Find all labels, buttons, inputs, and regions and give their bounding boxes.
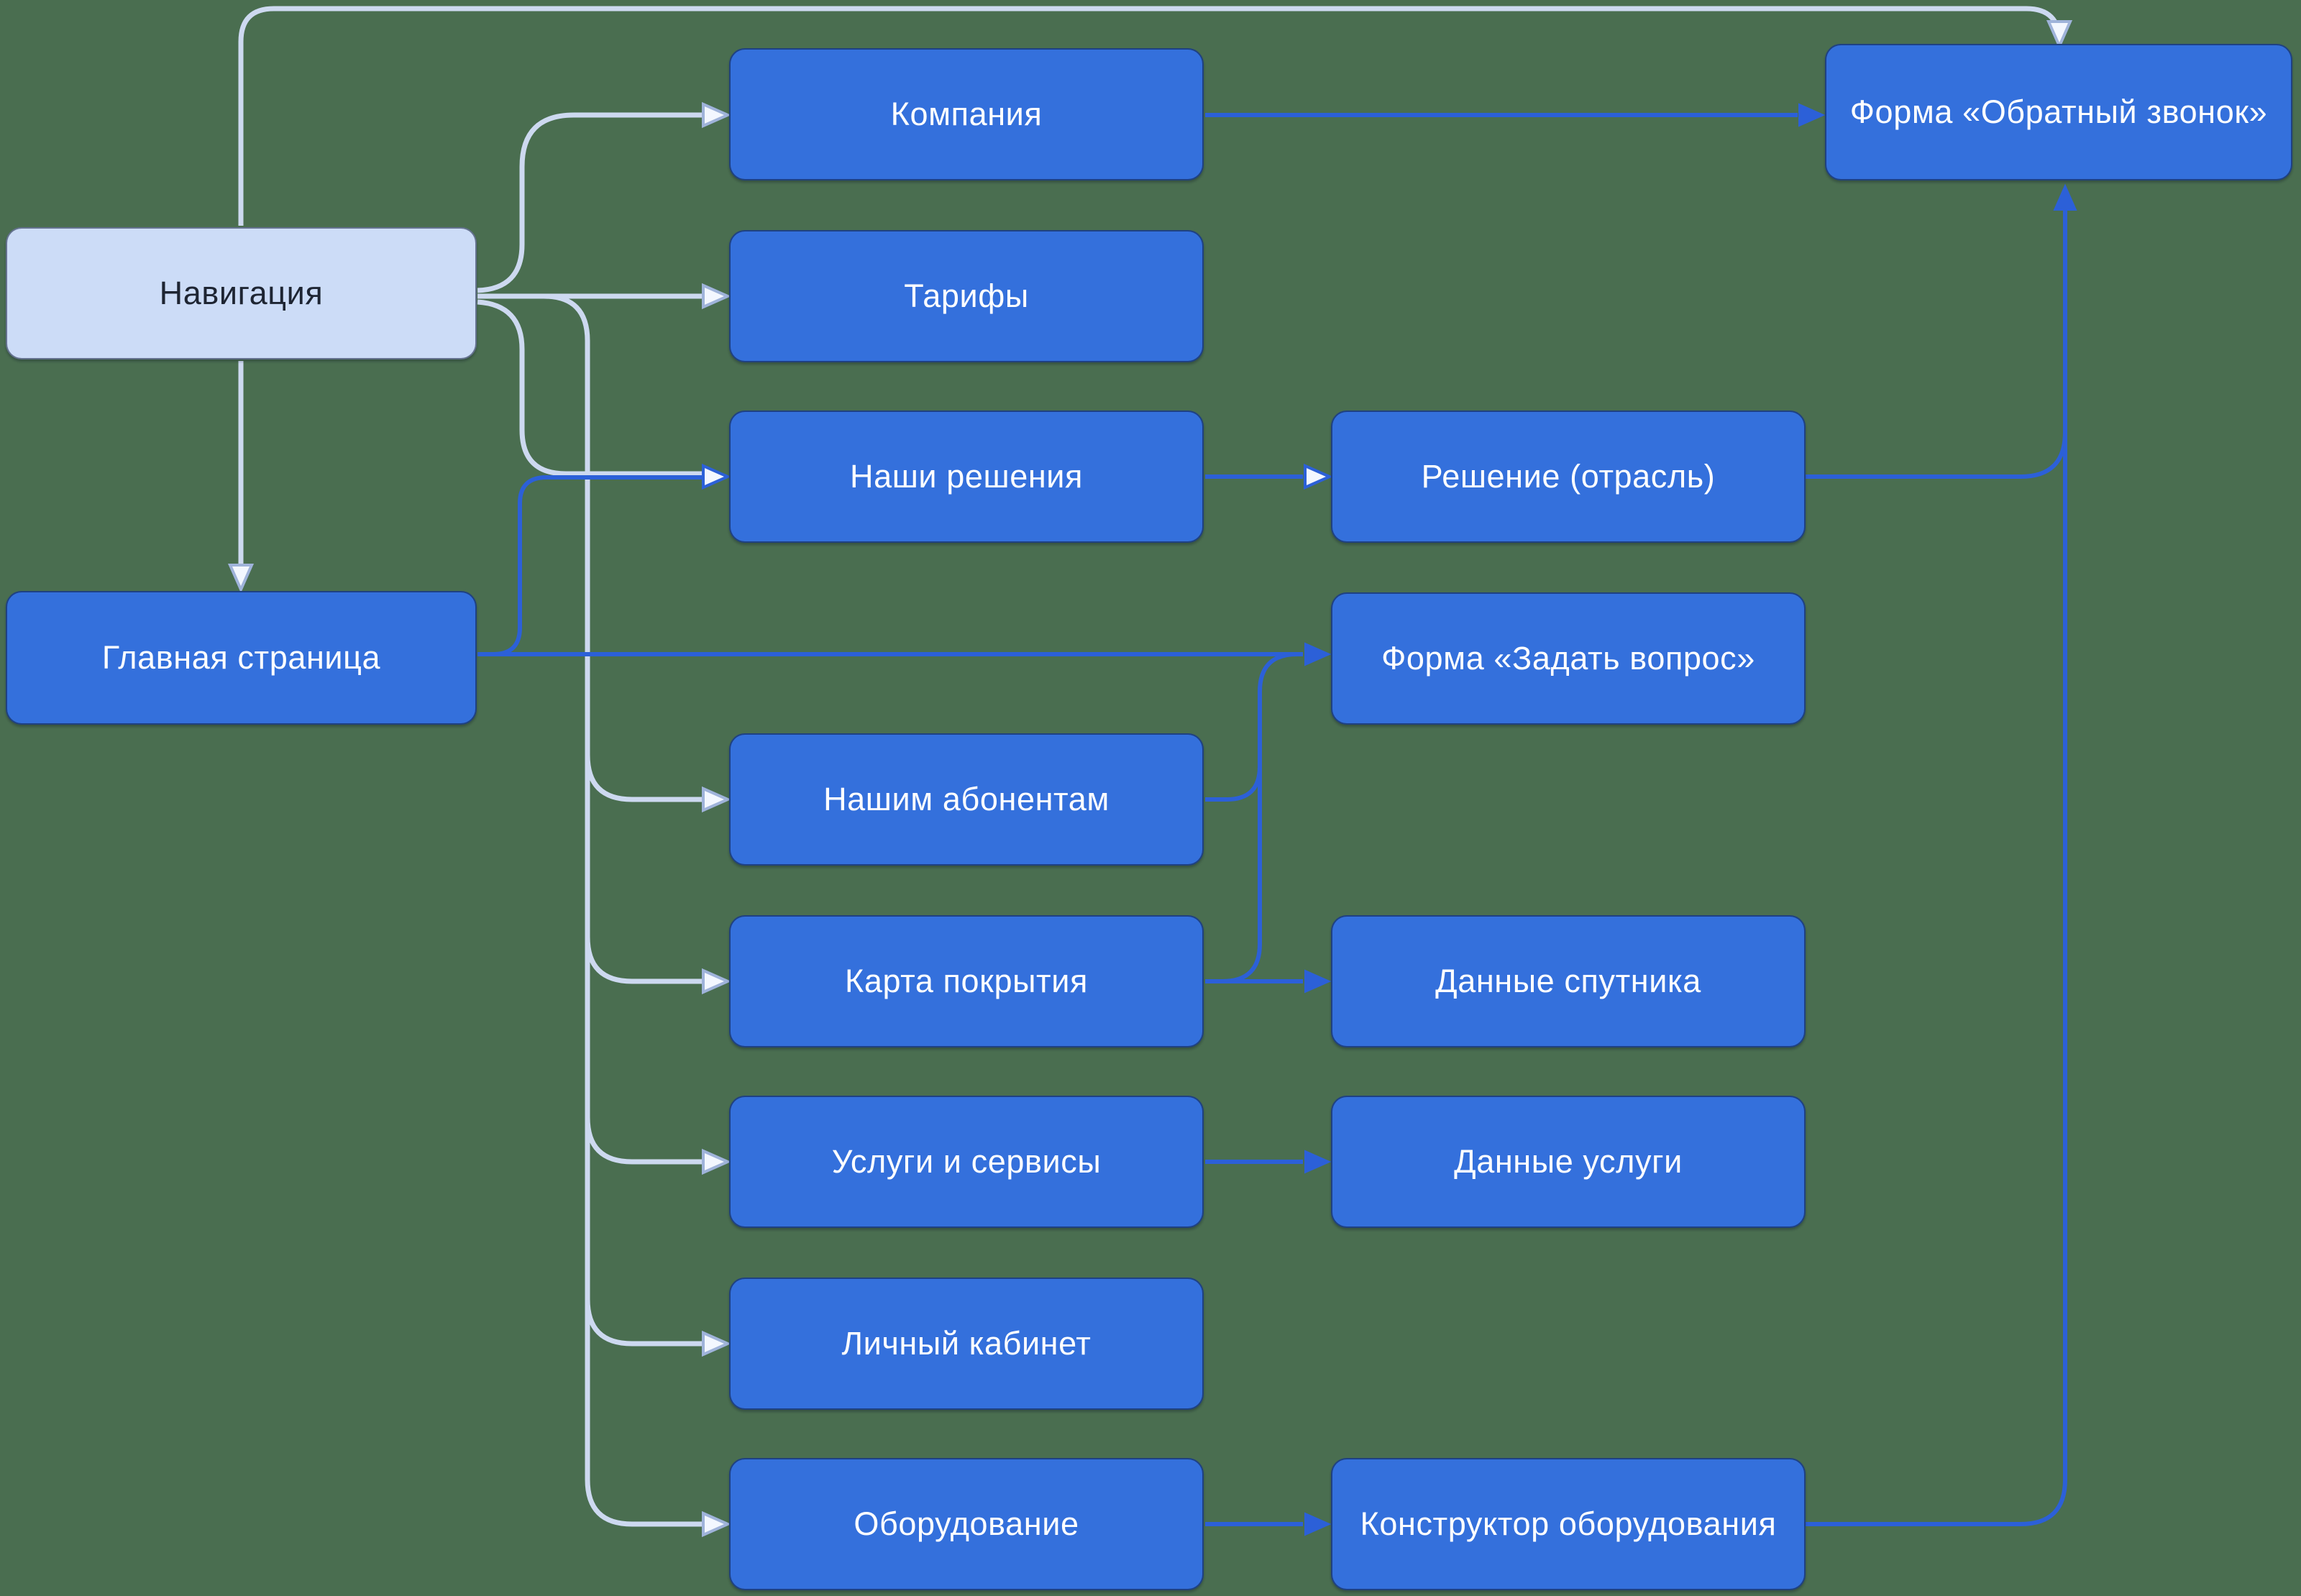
node-label-solution-industry: Решение (отрасль) bbox=[1421, 458, 1716, 495]
arrow-into-industry bbox=[1304, 463, 1333, 490]
edge-nav-feeder-vertical bbox=[543, 293, 705, 1527]
arrow-into-subscribers bbox=[702, 786, 731, 813]
diagram-node-tariffs: Тарифы bbox=[729, 230, 1204, 362]
arrow-into-solutions bbox=[702, 463, 731, 490]
edge-feeder-to-account bbox=[585, 1298, 705, 1347]
node-label-equipment: Оборудование bbox=[854, 1505, 1079, 1543]
arrow-into-service-data bbox=[1304, 1150, 1332, 1174]
edge-constructor-to-callback-vertical bbox=[1806, 210, 2067, 1526]
edge-subscribers-merge bbox=[1205, 766, 1262, 802]
arrow-into-satellite bbox=[1304, 969, 1332, 994]
edge-feeder-to-services bbox=[585, 1116, 705, 1165]
node-label-our-solutions: Наши решения bbox=[849, 458, 1083, 495]
diagram-node-company: Компания bbox=[729, 48, 1204, 180]
node-label-service-data: Данные услуги bbox=[1454, 1143, 1683, 1180]
arrow-into-coverage bbox=[702, 968, 731, 995]
diagram-node-home: Главная страница bbox=[6, 591, 477, 725]
arrow-into-constructor bbox=[1304, 1512, 1332, 1536]
node-label-ask-question-form: Форма «Задать вопрос» bbox=[1381, 640, 1755, 677]
arrow-into-callback-top bbox=[2046, 20, 2073, 50]
node-label-services: Услуги и сервисы bbox=[831, 1143, 1102, 1180]
arrow-into-callback-bottom bbox=[2053, 183, 2077, 211]
edge-feeder-to-coverage bbox=[585, 936, 705, 984]
diagram-node-coverage-map: Карта покрытия bbox=[729, 915, 1204, 1047]
arrow-into-account bbox=[702, 1330, 731, 1357]
node-label-navigation: Навигация bbox=[159, 275, 324, 312]
arrow-into-services bbox=[702, 1148, 731, 1175]
arrow-into-home bbox=[227, 564, 255, 593]
arrow-into-tariffs bbox=[702, 283, 731, 310]
diagram-node-equipment-constructor: Конструктор оборудования bbox=[1331, 1458, 1806, 1590]
diagram-node-solution-industry: Решение (отрасль) bbox=[1331, 411, 1806, 543]
arrow-into-company bbox=[702, 101, 731, 129]
diagram-node-our-solutions: Наши решения bbox=[729, 411, 1204, 543]
diagram-node-services: Услуги и сервисы bbox=[729, 1096, 1204, 1228]
node-label-home: Главная страница bbox=[101, 639, 381, 677]
edge-coverage-branch-up bbox=[1222, 652, 1298, 983]
arrow-into-callback-left bbox=[1798, 103, 1826, 127]
diagram-node-ask-question-form: Форма «Задать вопрос» bbox=[1331, 592, 1806, 725]
node-label-personal-account: Личный кабинет bbox=[841, 1325, 1092, 1362]
arrow-into-ask-form bbox=[1304, 642, 1332, 666]
diagram-node-equipment: Оборудование bbox=[729, 1458, 1204, 1590]
diagram-node-satellite-data: Данные спутника bbox=[1331, 915, 1806, 1047]
arrow-into-equipment bbox=[702, 1510, 731, 1538]
edge-industry-merge bbox=[1806, 431, 2067, 479]
edge-home-branch-to-solutions bbox=[477, 475, 705, 656]
node-label-tariffs: Тарифы bbox=[904, 278, 1029, 315]
node-label-satellite-data: Данные спутника bbox=[1435, 963, 1701, 1000]
diagram-node-personal-account: Личный кабинет bbox=[729, 1278, 1204, 1410]
diagram-node-callback-form: Форма «Обратный звонок» bbox=[1825, 44, 2292, 180]
edge-nav-to-company bbox=[477, 112, 705, 293]
node-label-coverage-map: Карта покрытия bbox=[845, 963, 1088, 1000]
diagram-node-navigation: Навигация bbox=[6, 227, 477, 359]
diagram-node-service-data: Данные услуги bbox=[1331, 1096, 1806, 1228]
node-label-for-subscribers: Нашим абонентам bbox=[823, 781, 1110, 818]
diagram-node-for-subscribers: Нашим абонентам bbox=[729, 733, 1204, 866]
node-label-equipment-constructor: Конструктор оборудования bbox=[1360, 1505, 1777, 1543]
node-label-company: Компания bbox=[890, 96, 1043, 133]
edge-feeder-to-subscribers bbox=[585, 754, 705, 802]
node-label-callback-form: Форма «Обратный звонок» bbox=[1849, 93, 2268, 131]
edge-nav-to-solutions bbox=[477, 299, 705, 477]
